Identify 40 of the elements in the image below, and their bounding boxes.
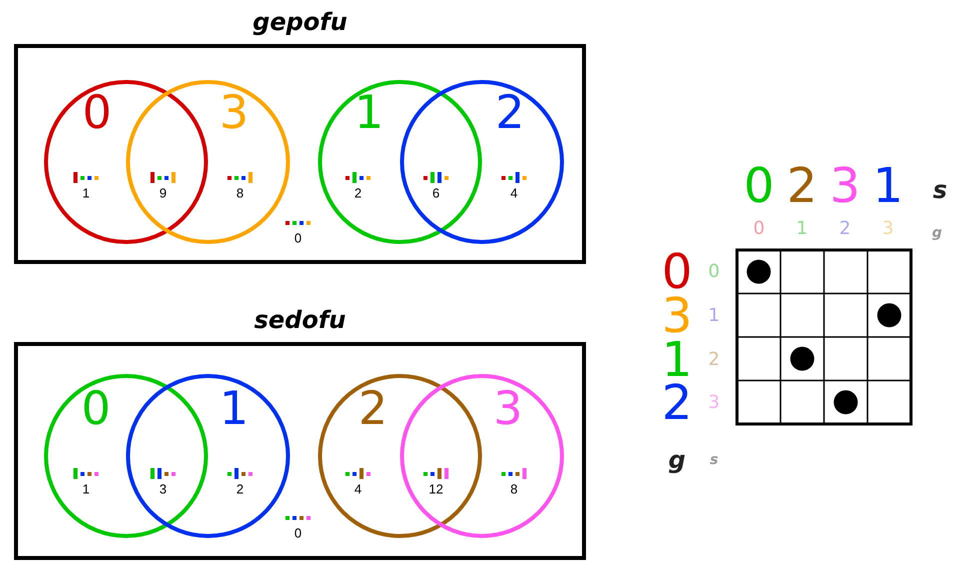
- region-count: 4: [510, 186, 518, 200]
- circle-number: 0: [81, 385, 111, 431]
- region-count: 2: [354, 186, 362, 200]
- circle-number: 3: [493, 385, 523, 431]
- row-index: 0: [708, 263, 720, 281]
- region-count: 9: [159, 186, 167, 200]
- region-count: 1: [82, 186, 90, 200]
- axis-letter: g: [668, 448, 686, 472]
- region-count: 8: [236, 186, 244, 200]
- region-count: 4: [354, 482, 362, 496]
- row-index: 1: [708, 307, 720, 325]
- circle-number: 2: [495, 89, 525, 135]
- circle-number: 0: [82, 89, 112, 135]
- circle-number: 2: [358, 385, 388, 431]
- circle-number: 1: [219, 385, 249, 431]
- column-number: 3: [830, 162, 860, 210]
- column-number: 1: [872, 162, 904, 210]
- region-count: 3: [159, 482, 167, 496]
- column-index: 0: [753, 220, 765, 238]
- column-number: 0: [744, 162, 774, 210]
- column-index: 2: [839, 220, 851, 238]
- row-index: 3: [708, 394, 720, 412]
- row-index: 2: [708, 351, 720, 369]
- region-count: 0: [294, 526, 302, 540]
- set-title: gepofu: [252, 8, 348, 36]
- circle-number: 3: [219, 89, 249, 135]
- circle-number: 1: [354, 89, 384, 135]
- region-count: 6: [432, 186, 440, 200]
- axis-letter: g: [932, 226, 942, 240]
- set-title: sedofu: [254, 306, 346, 334]
- region-count: 2: [236, 482, 244, 496]
- column-index: 3: [882, 220, 894, 238]
- region-count: 8: [510, 482, 518, 496]
- axis-letter: s: [710, 453, 718, 467]
- region-count: 12: [428, 482, 444, 496]
- axis-letter: s: [932, 178, 948, 202]
- column-number: 2: [786, 162, 818, 210]
- column-index: 1: [796, 220, 808, 238]
- region-count: 1: [82, 482, 90, 496]
- region-count: 0: [294, 232, 302, 244]
